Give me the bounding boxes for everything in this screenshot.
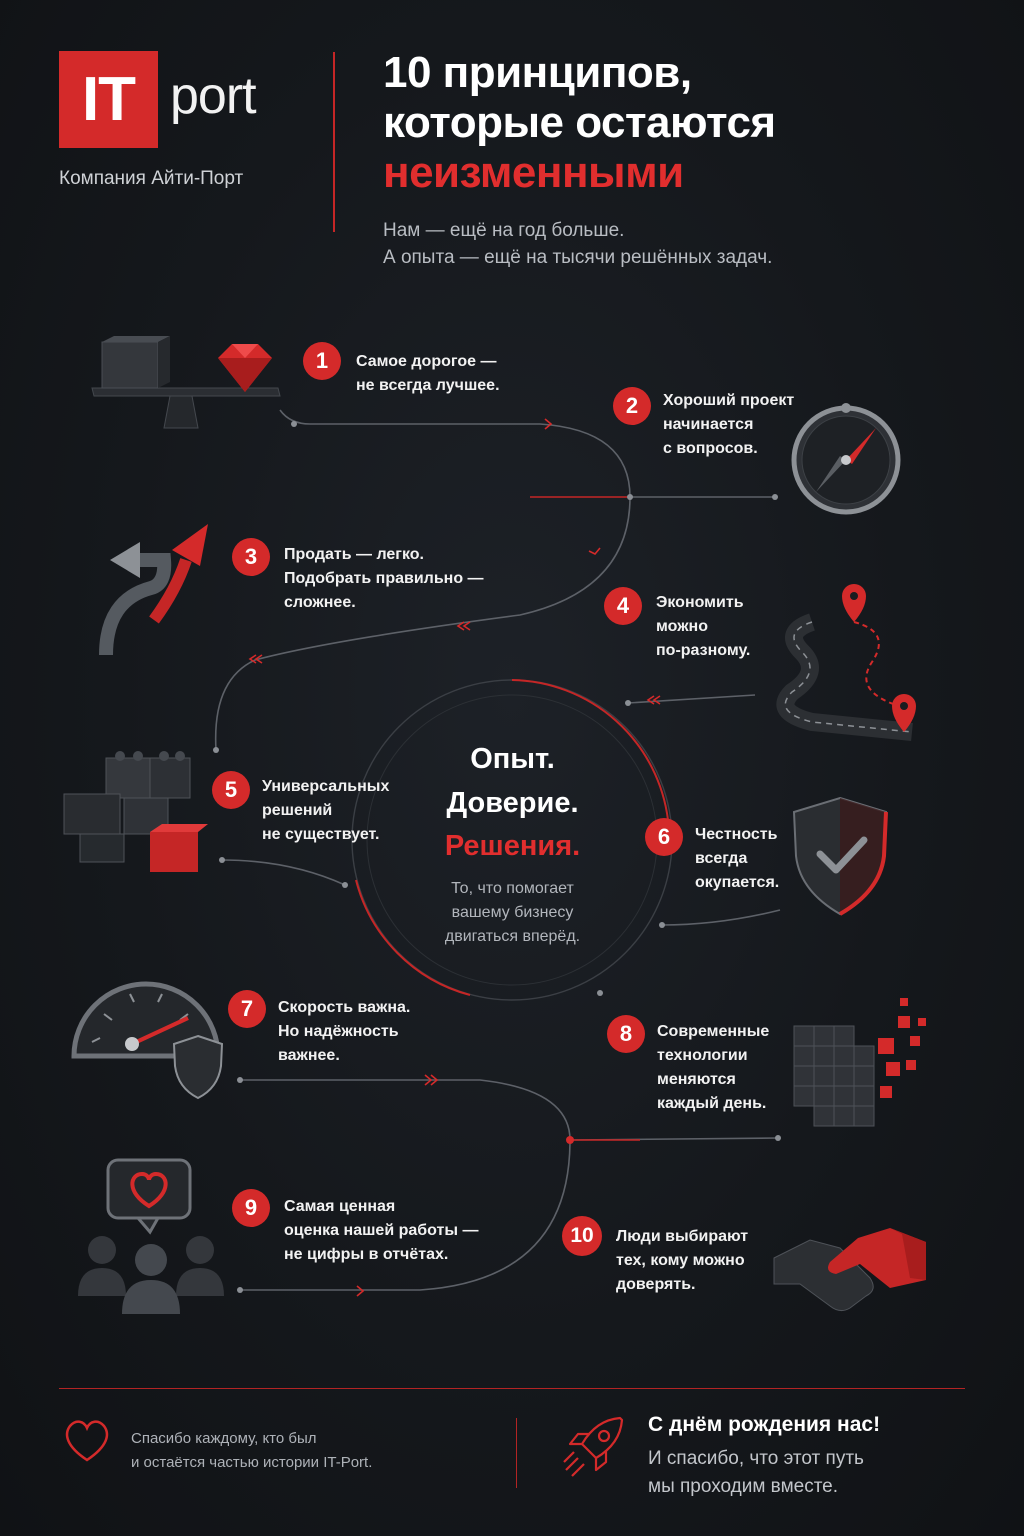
footer-birthday-text: И спасибо, что этот путь мы проходим вме… [648,1448,864,1497]
center-line-1: Опыт. [470,743,555,775]
title-accent: неизменными [383,148,684,197]
badge-7: 7 [228,990,266,1028]
subtitle-line-1: Нам — ещё на год больше. [383,220,625,241]
title-line-1: 10 принципов, [383,48,692,97]
cubes-icon [793,998,926,1127]
footer-thanks: Спасибо каждому, кто был и остаётся част… [131,1430,373,1471]
rocket-icon [563,1416,624,1477]
badge-6: 6 [645,818,683,856]
center-line-2: Доверие. [446,787,579,819]
title-line-2: которые остаются [383,98,776,147]
badge-1: 1 [303,342,341,380]
scale-gem-icon [91,336,281,429]
footer-divider [516,1418,517,1488]
page-title: 10 принципов, которые остаются неизменны… [383,48,776,198]
people-heart-icon [78,1158,224,1314]
footer-line [59,1388,965,1389]
badge-3: 3 [232,538,270,576]
badge-9: 9 [232,1189,270,1227]
subtitle-line-2: А опыта — ещё на тысячи решённых задач. [383,247,773,268]
principle-4-text: Экономить можно по-разному. [656,594,751,659]
badge-2: 2 [613,387,651,425]
blocks-icon [63,751,208,872]
principle-8-text: Современные технологии меняются каждый д… [657,1023,770,1112]
principle-1-text: Самое дорогое — не всегда лучшее. [356,353,500,394]
principle-5-text: Универсальных решений не существует. [262,778,390,843]
badge-10: 10 [562,1216,602,1256]
principle-6-text: Честность всегда окупается. [695,826,780,891]
logo-port: port [170,67,257,125]
badge-4: 4 [604,587,642,625]
split-arrows-icon [99,524,208,656]
principle-2-text: Хороший проект начинается с вопросов. [663,392,795,457]
footer-birthday-title: С днём рождения нас! [648,1413,881,1436]
center-line-3: Решения. [444,830,581,862]
page-subtitle: Нам — ещё на год больше. А опыта — ещё н… [383,217,772,271]
logo-it: IT [81,65,136,134]
badge-5: 5 [212,771,250,809]
road-route-icon [776,584,916,741]
heart-outline-icon [65,1420,109,1462]
principle-9-text: Самая ценная оценка нашей работы — не ци… [284,1198,479,1263]
company-name: Компания Айти-Порт [59,168,244,189]
shield-check-icon [792,796,888,916]
principle-3-text: Продать — легко. Подобрать правильно — с… [284,546,484,611]
speedometer-shield-icon [71,981,224,1100]
compass-icon [791,403,901,515]
principle-10-text: Люди выбирают тех, кому можно доверять. [616,1228,749,1293]
principle-7-text: Скорость важна. Но надёжность важнее. [278,999,411,1064]
handshake-icon [773,1228,926,1312]
header-divider [333,52,335,232]
logo-it-box: IT [59,51,158,148]
badge-8: 8 [607,1015,645,1053]
center-subtitle: То, что помогает вашему бизнесу двигатьс… [444,880,581,945]
